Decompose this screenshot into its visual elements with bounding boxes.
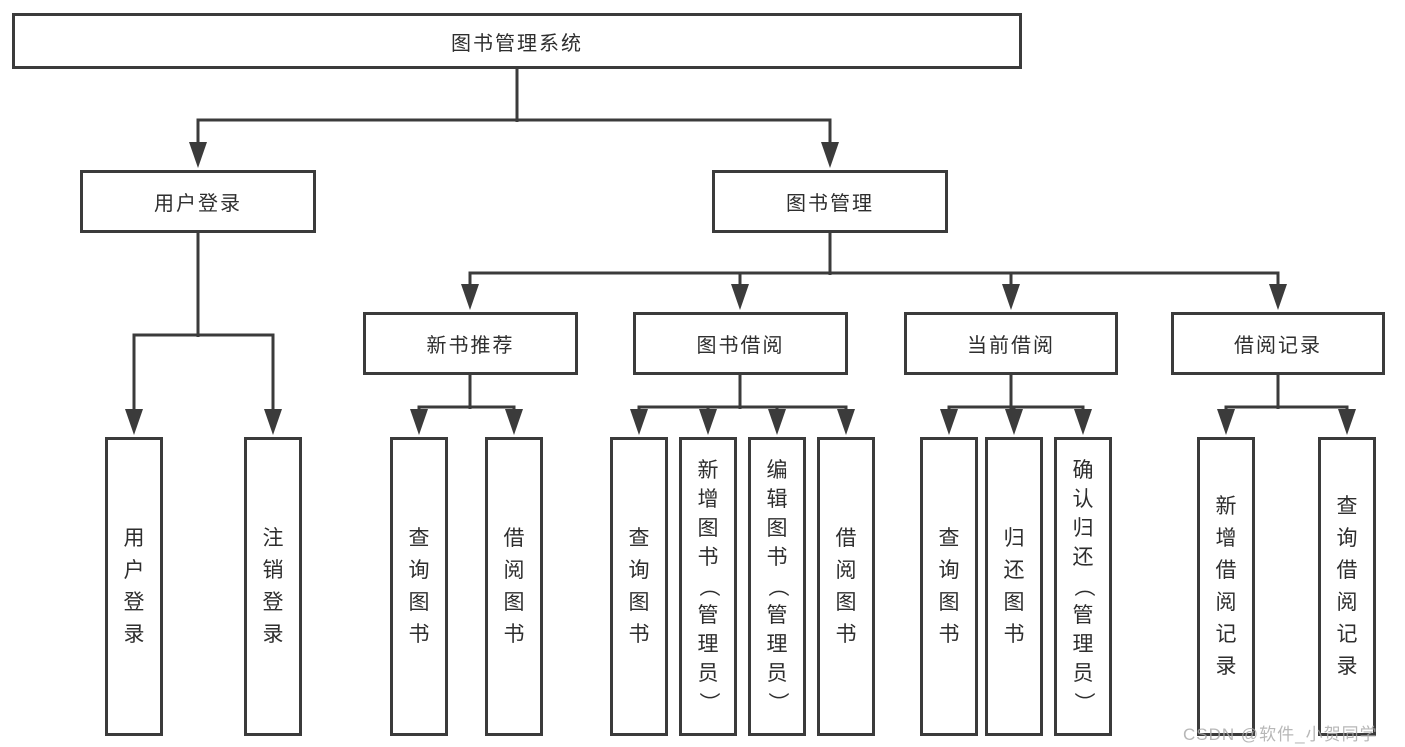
node-new-book-recommend-label: 新书推荐	[426, 335, 515, 357]
node-root-label: 图书管理系统	[451, 32, 583, 55]
node-book-management-label: 图书管理	[786, 193, 874, 215]
leaf-logout-login-label: 注销登录	[262, 527, 284, 646]
leaf-recommend-borrow-books: 借阅图书	[485, 437, 543, 736]
node-user-login-label: 用户登录	[154, 193, 242, 215]
node-borrow-records: 借阅记录	[1171, 312, 1385, 375]
node-book-management: 图书管理	[712, 170, 948, 233]
leaf-borrow-borrow-books: 借阅图书	[817, 437, 875, 736]
node-current-borrow: 当前借阅	[904, 312, 1118, 375]
leaf-borrow-edit-books-admin: 编辑图书（管理员）	[748, 437, 806, 736]
node-book-borrow: 图书借阅	[633, 312, 848, 375]
leaf-borrow-query-books-label: 查询图书	[628, 527, 650, 646]
leaf-current-query-books: 查询图书	[920, 437, 978, 736]
leaf-borrow-add-books-admin: 新增图书（管理员）	[679, 437, 737, 736]
leaf-user-login: 用户登录	[105, 437, 163, 736]
node-current-borrow-label: 当前借阅	[967, 335, 1055, 357]
leaf-records-add-record: 新增借阅记录	[1197, 437, 1255, 736]
leaf-user-login-label: 用户登录	[123, 527, 145, 646]
node-user-login: 用户登录	[80, 170, 316, 233]
leaf-borrow-borrow-books-label: 借阅图书	[835, 527, 857, 646]
node-book-borrow-label: 图书借阅	[696, 335, 785, 357]
leaf-current-query-books-label: 查询图书	[938, 527, 960, 646]
leaf-recommend-query-books-label: 查询图书	[408, 527, 430, 646]
leaf-records-query-record-label: 查询借阅记录	[1336, 495, 1358, 678]
node-new-book-recommend: 新书推荐	[363, 312, 578, 375]
leaf-current-return-books-label: 归还图书	[1003, 527, 1025, 646]
leaf-logout-login: 注销登录	[244, 437, 302, 736]
leaf-current-return-books: 归还图书	[985, 437, 1043, 736]
leaf-borrow-add-books-admin-label: 新增图书（管理员）	[696, 459, 720, 713]
leaf-current-confirm-return-admin: 确认归还（管理员）	[1054, 437, 1112, 736]
leaf-current-confirm-return-admin-label: 确认归还（管理员）	[1071, 459, 1095, 713]
leaf-borrow-query-books: 查询图书	[610, 437, 668, 736]
leaf-recommend-borrow-books-label: 借阅图书	[503, 527, 525, 646]
node-root: 图书管理系统	[12, 13, 1022, 69]
leaf-records-query-record: 查询借阅记录	[1318, 437, 1376, 736]
leaf-borrow-edit-books-admin-label: 编辑图书（管理员）	[765, 459, 789, 713]
leaf-recommend-query-books: 查询图书	[390, 437, 448, 736]
node-borrow-records-label: 借阅记录	[1234, 335, 1322, 357]
leaf-records-add-record-label: 新增借阅记录	[1215, 495, 1237, 678]
csdn-watermark: CSDN @软件_小贺同学	[1183, 725, 1378, 744]
